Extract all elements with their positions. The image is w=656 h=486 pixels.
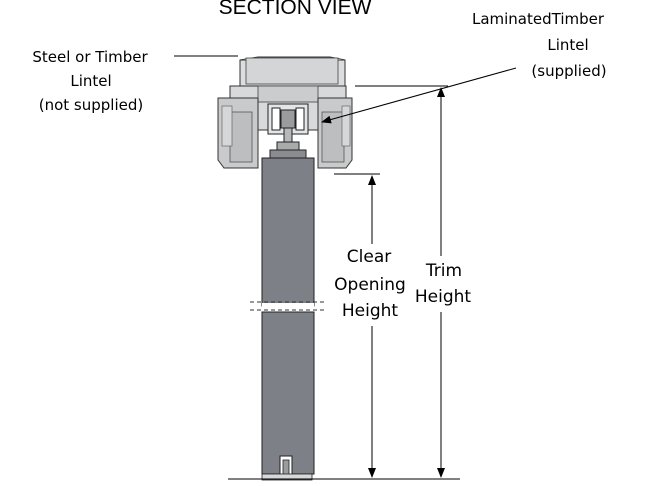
right-trim bbox=[317, 97, 353, 169]
door-panel bbox=[250, 149, 326, 475]
diagram-title: SECTION VIEW bbox=[219, 0, 372, 19]
floor-guide bbox=[261, 455, 313, 481]
svg-text:Steel or Timber: Steel or Timber bbox=[32, 48, 148, 66]
left-trim bbox=[217, 97, 259, 169]
svg-text:(supplied): (supplied) bbox=[531, 62, 606, 80]
laminated-lintel-label: LaminatedTimber Lintel (supplied) bbox=[472, 10, 607, 80]
svg-text:Lintel: Lintel bbox=[70, 72, 111, 90]
svg-text:Lintel: Lintel bbox=[547, 36, 588, 54]
svg-text:LaminatedTimber: LaminatedTimber bbox=[472, 10, 605, 28]
roller-hardware bbox=[267, 103, 309, 151]
svg-text:Trim: Trim bbox=[425, 261, 462, 281]
clear-opening-label: Clear Opening Height bbox=[334, 244, 406, 326]
steel-lintel-label: Steel or Timber Lintel (not supplied) bbox=[32, 48, 148, 114]
svg-text:Height: Height bbox=[342, 301, 399, 321]
svg-text:Height: Height bbox=[415, 287, 472, 307]
laminated-lintel-leader bbox=[321, 67, 517, 124]
svg-text:Clear: Clear bbox=[347, 247, 391, 267]
steel-timber-lintel bbox=[239, 56, 346, 87]
svg-text:(not supplied): (not supplied) bbox=[39, 96, 144, 114]
svg-text:Opening: Opening bbox=[334, 275, 406, 295]
clear-opening-dimension bbox=[334, 173, 380, 478]
trim-height-label: Trim Height bbox=[415, 256, 472, 312]
